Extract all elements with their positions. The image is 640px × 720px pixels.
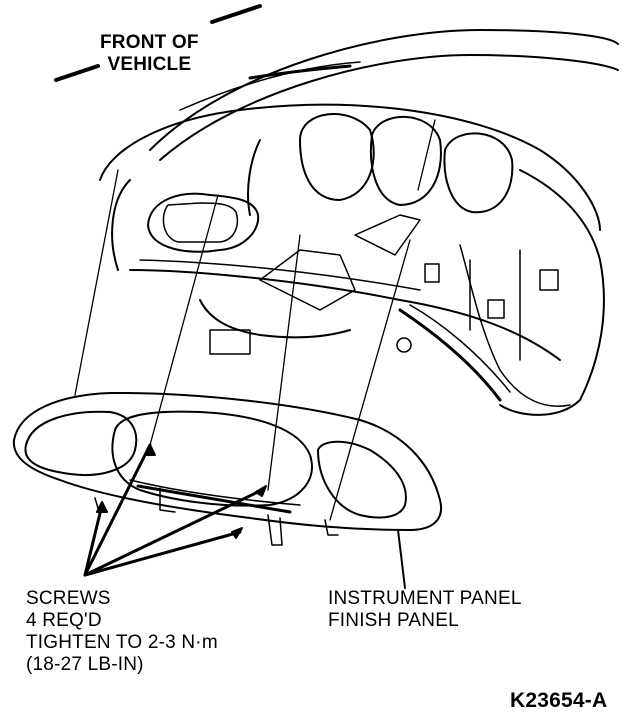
finish-panel-leader — [397, 529, 406, 589]
front-direction-marks — [54, 4, 262, 82]
finish-panel — [12, 391, 443, 546]
dashboard-top-contour — [149, 29, 619, 161]
front-of-vehicle-label: FRONT OF VEHICLE — [100, 32, 199, 75]
screw-callouts — [83, 443, 267, 577]
cluster-housing — [99, 103, 605, 416]
alignment-lines — [74, 119, 436, 521]
figure-id: K23654-A — [510, 689, 608, 712]
screws-label: SCREWS 4 REQ'D TIGHTEN TO 2-3 N·m (18-27… — [26, 588, 218, 675]
instrument-panel-label: INSTRUMENT PANEL FINISH PANEL — [328, 588, 522, 631]
